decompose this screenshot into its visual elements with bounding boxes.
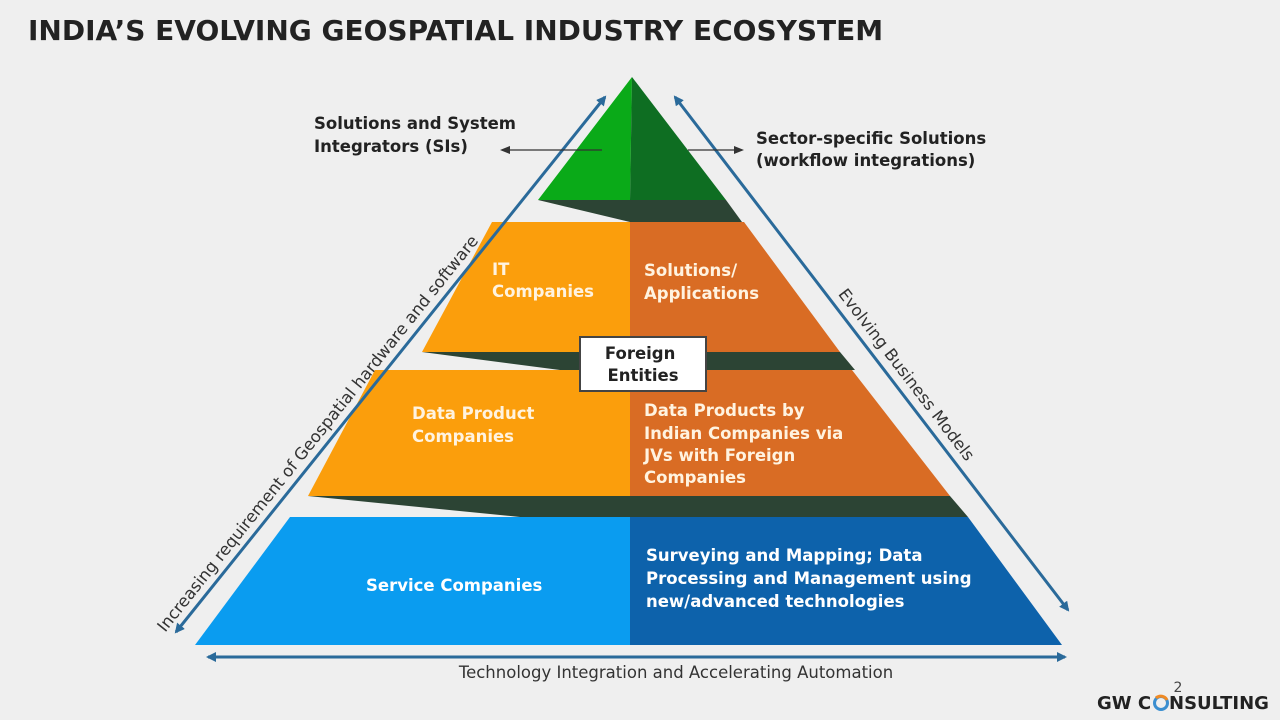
top-right-label: Sector-specific Solutions (workflow inte… (756, 129, 992, 170)
tier4-right-label: Surveying and Mapping; Data Processing a… (646, 546, 977, 611)
pyramid-top-left (538, 77, 632, 200)
tier4-left-label: Service Companies (366, 576, 543, 595)
page-title: INDIA’S EVOLVING GEOSPATIAL INDUSTRY ECO… (28, 14, 883, 47)
left-arrow (174, 95, 607, 634)
svg-text:Foreign Entities: Foreign Entities (605, 344, 681, 385)
tier3-left-label: Data Product Companies (412, 404, 540, 446)
tier2-left-label: IT Companies (492, 260, 594, 301)
tier-shadow (308, 496, 968, 517)
pyramid-top-right (630, 77, 726, 200)
gw-consulting-logo: GW C NSULTING (1097, 693, 1269, 714)
page-number: 2 (1174, 680, 1183, 696)
tier3-right-label: Data Products by Indian Companies via JV… (643, 401, 849, 487)
tier-shadow (538, 200, 742, 222)
svg-text:GW C: GW C (1097, 693, 1151, 714)
svg-text:NSULTING: NSULTING (1169, 693, 1269, 714)
top-left-label: Solutions and System Integrators (SIs) (314, 114, 522, 156)
right-arrow (673, 95, 1070, 612)
tier2-right-label: Solutions/ Applications (644, 261, 759, 303)
bottom-axis-label: Technology Integration and Accelerating … (458, 663, 893, 682)
foreign-entities-box: Foreign Entities (579, 336, 707, 392)
